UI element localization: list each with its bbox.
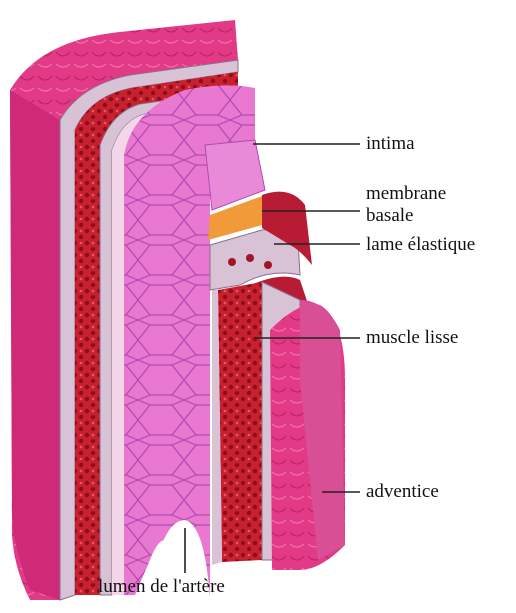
label-adventice: adventice — [366, 481, 439, 502]
label-lumen: lumen de l'artère — [98, 576, 225, 597]
label-muscle-lisse: muscle lisse — [366, 327, 458, 348]
label-membrane-basale-line1: membrane — [366, 183, 446, 204]
muscle-layer-right — [218, 282, 262, 562]
label-intima: intima — [366, 133, 415, 154]
label-membrane-basale-line2: basale — [366, 205, 413, 226]
label-lame-elastique: lame élastique — [366, 234, 475, 255]
